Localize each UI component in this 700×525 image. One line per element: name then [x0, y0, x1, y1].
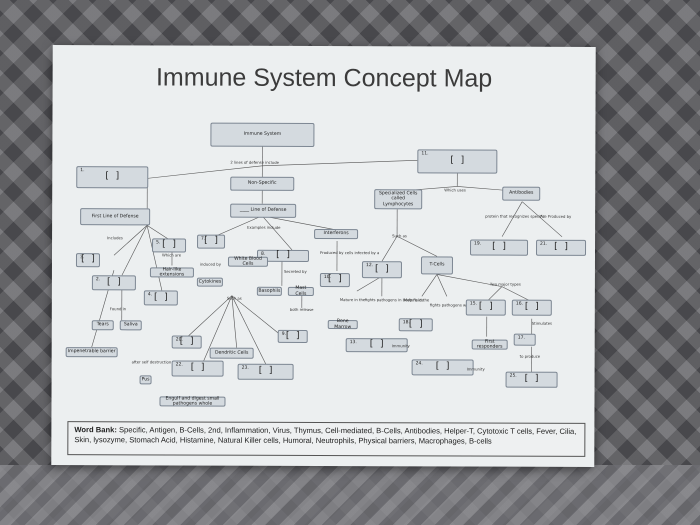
are-produced-label: Are Produced by [540, 213, 572, 219]
blank-box-3[interactable]: 3. [ ] [75, 253, 101, 268]
blank-box-4[interactable]: 4. [ ] [143, 290, 178, 306]
word-bank-label: Word Bank: [74, 425, 117, 435]
which-uses-label: Which uses [444, 187, 466, 193]
blanket-background [0, 465, 700, 525]
blank-box-22[interactable]: 22. [ ] [171, 360, 224, 377]
immunity-label-1: Immunity [391, 343, 410, 349]
antibodies-node: Antibodies [502, 186, 541, 201]
white-blood-cells-node: White Blood Cells [227, 257, 268, 267]
induced-by-label: induced by [199, 261, 221, 267]
blank-box-19[interactable]: 19. [ ] [470, 239, 529, 256]
such-as-label-right: Such as [392, 233, 407, 239]
cytokines-node: Cytokines [196, 277, 223, 287]
found-in-label: Found in [109, 306, 127, 312]
interferons-node: Interferons [314, 228, 359, 240]
impenetrable-barrier-node: Impenetrable barrier [65, 347, 118, 358]
both-release-label: both release [289, 306, 314, 312]
saliva-node: Saliva [119, 320, 142, 331]
blank-box-25[interactable]: 25. [ ] [505, 371, 558, 388]
immunity-label-2: Immunity [466, 366, 485, 372]
examples-include-label: Examples include [247, 224, 281, 230]
blank-box-7[interactable]: 7. [ ] [197, 234, 226, 249]
non-specific-node: Non-Specific [230, 176, 295, 191]
blank-box-1[interactable]: 1. [ ] [76, 166, 149, 189]
connector-lines [91, 145, 563, 377]
which-are-label: Which are [161, 252, 182, 258]
mast-cells-node: Mast Cells [287, 286, 314, 296]
two-major-label: Two major types [489, 281, 521, 287]
blank-box-2[interactable]: 2. [ ] [91, 275, 136, 291]
blank-box-23[interactable]: 23. [ ] [237, 363, 294, 380]
immune-system-node: Immune System [210, 122, 315, 147]
to-produce-label: to produce [519, 353, 541, 359]
pus-node: Pus [139, 375, 152, 385]
blank-box-5[interactable]: 5. [ ] [152, 238, 187, 253]
line-of-defense-node: ____ Line of Defense [230, 203, 297, 218]
blank-box-12[interactable]: 12. [ ] [361, 261, 402, 279]
specialized-cells-node: Specialized Cells called Lymphocytes [374, 189, 423, 210]
blank-box-11[interactable]: 11. [ ] [417, 149, 498, 174]
bone-marrow-node: Bone Marrow [327, 320, 358, 330]
blank-box-17[interactable]: 17. [513, 333, 536, 346]
engulf-digest-node: Engulf and digest small pathogens whole [159, 396, 226, 407]
such-as-label-left: Such as [226, 295, 242, 301]
first-line-defense-node: First Line of Defense [80, 208, 151, 226]
blank-box-20[interactable]: 20. [ ] [171, 335, 202, 349]
dendritic-cells-node: Dendritic Cells [209, 347, 254, 359]
word-bank: Word Bank: Specific, Antigen, B-Cells, 2… [67, 421, 586, 457]
blank-box-10[interactable]: 10. [ ] [319, 272, 350, 288]
includes-label: Includes [107, 235, 123, 241]
tears-node: Tears [91, 320, 114, 331]
blank-box-18[interactable]: 18. [ ] [398, 318, 433, 332]
t-cells-node: T-Cells [420, 256, 453, 275]
mature-in-label-2: Mature in the [403, 297, 430, 303]
first-responders-node: First responders [471, 340, 508, 350]
lines-defense-label: 2 lines of defense include [230, 159, 279, 165]
protein-that-label: protein that recognizes specific [485, 213, 545, 219]
blank-box-21[interactable]: 21. [ ] [536, 239, 587, 256]
blank-box-24[interactable]: 24. [ ] [411, 359, 474, 376]
basophils-node: Basophils [256, 286, 282, 296]
secreted-by-label: Secreted by [283, 268, 307, 274]
mature-in-label-1: Mature in the [339, 297, 366, 303]
blank-box-16[interactable]: 16. [ ] [511, 299, 552, 316]
concept-map-paper: Immune System Concept Map [51, 45, 596, 467]
produced-by-label: Produced by cells infected by a [320, 249, 380, 256]
hair-like-node: Hair-like extensions [149, 267, 194, 278]
blank-box-15[interactable]: 15. [ ] [465, 299, 506, 316]
blank-box-9[interactable]: 9. [ ] [277, 329, 308, 343]
stimulates-label: Stimulates [531, 320, 553, 326]
word-bank-text: Specific, Antigen, B-Cells, 2nd, Inflamm… [74, 425, 577, 446]
after-self-label: after self destruction [131, 359, 172, 365]
